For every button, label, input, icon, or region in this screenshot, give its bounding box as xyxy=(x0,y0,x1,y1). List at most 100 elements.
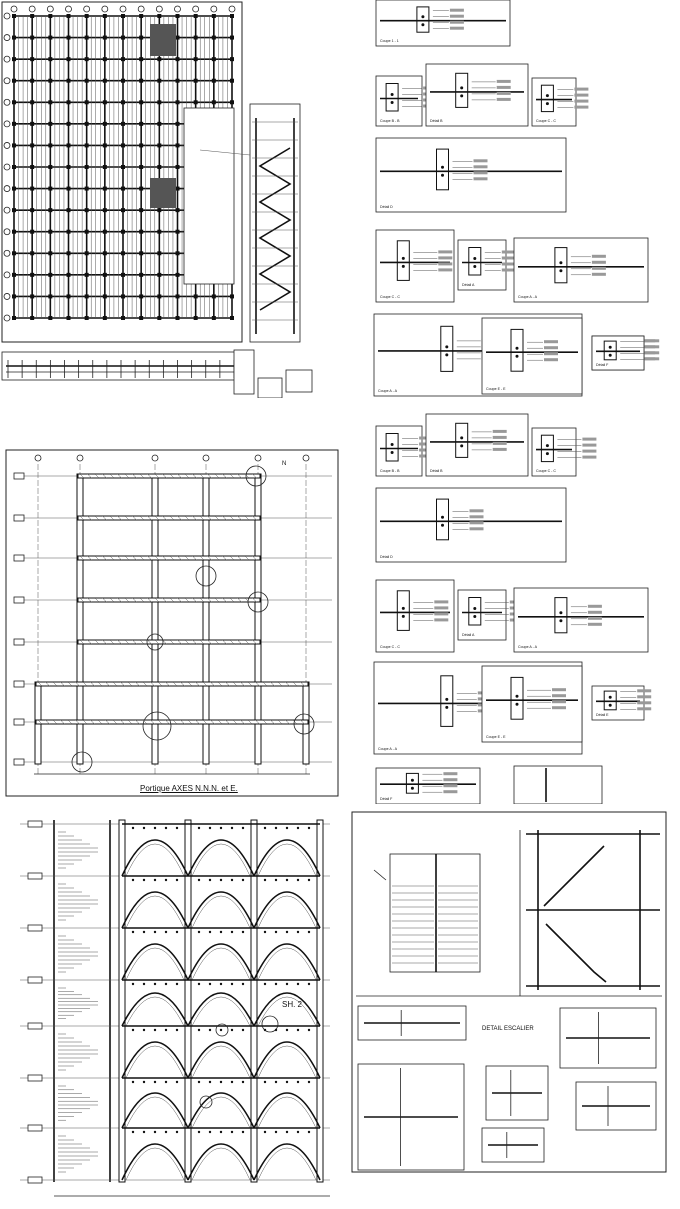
plan-column xyxy=(102,316,107,320)
stair-section-flight xyxy=(545,923,607,983)
frame-beam-truss xyxy=(162,515,167,521)
frame-beam-truss xyxy=(192,639,197,645)
plan-column xyxy=(139,294,144,299)
plan-column xyxy=(66,121,71,126)
plan-column xyxy=(139,229,144,234)
plan-column xyxy=(102,78,107,83)
detail-member xyxy=(440,325,454,372)
plan-axis-bubble xyxy=(3,12,11,20)
arch-node xyxy=(197,930,201,934)
plan-column xyxy=(193,294,198,299)
frame-beam-truss xyxy=(67,719,73,725)
arch-curve xyxy=(121,891,189,929)
detail-member xyxy=(540,434,554,463)
detail-bolt xyxy=(559,619,563,623)
detail-note xyxy=(591,254,606,258)
frame-beam-truss xyxy=(195,681,200,687)
arch-curve xyxy=(121,943,189,981)
plan-column xyxy=(193,14,198,18)
frame-beam-truss xyxy=(79,515,85,521)
arch-node xyxy=(230,826,234,830)
detail-bolt xyxy=(445,345,449,349)
detail-note xyxy=(544,346,558,350)
detail-note xyxy=(443,778,458,782)
detail-label: Coupe A - A xyxy=(518,645,538,649)
plan-column xyxy=(121,294,125,299)
frame-beam-truss xyxy=(102,639,107,645)
detail-note xyxy=(587,604,602,608)
plan-column xyxy=(157,14,162,18)
frame-beam-truss xyxy=(207,639,212,645)
detail-note xyxy=(574,99,589,103)
detail-bolt xyxy=(460,94,464,98)
arch-node xyxy=(230,1080,234,1084)
plan-column xyxy=(66,229,71,234)
plan-column xyxy=(84,272,89,277)
frame-beam-truss xyxy=(180,681,185,687)
frame-beam-truss xyxy=(237,473,242,479)
plan-column xyxy=(102,121,107,126)
arch-node xyxy=(197,1028,201,1032)
detail-bolt xyxy=(401,256,405,260)
frame-beam-truss xyxy=(157,681,163,687)
frame-beam xyxy=(77,473,261,479)
arch-level-tag xyxy=(27,924,43,932)
detail-note xyxy=(469,515,484,519)
plan-column xyxy=(121,251,125,256)
plan-axis-bubble xyxy=(3,249,11,257)
frame-beam-truss xyxy=(102,515,107,521)
plan-column xyxy=(230,78,234,83)
detail-frame xyxy=(591,685,645,721)
plan-column xyxy=(84,35,89,40)
frame-beam-truss xyxy=(244,473,250,479)
arch-node xyxy=(197,1080,201,1084)
frame-level-tag xyxy=(13,472,25,480)
arch-elevation-drawing xyxy=(20,819,330,1197)
arch-node xyxy=(142,878,146,882)
arch-node xyxy=(263,878,267,882)
frame-beam-truss xyxy=(120,681,125,687)
plan-column xyxy=(157,229,162,234)
plan-column xyxy=(102,208,107,213)
arch-node xyxy=(153,826,157,830)
plan-column xyxy=(84,78,89,83)
plan-column xyxy=(230,35,234,40)
frame-beam-truss xyxy=(87,639,92,645)
detail-member xyxy=(396,240,410,281)
arch-node xyxy=(307,1028,311,1032)
frame-beam-truss xyxy=(120,719,125,725)
detail-label: Détail A xyxy=(462,283,475,287)
detail-note xyxy=(591,272,606,276)
detail-note xyxy=(582,437,597,441)
frame-beam-truss xyxy=(139,515,145,521)
frame-beam-truss xyxy=(237,639,242,645)
arch-curve-inner xyxy=(257,1148,317,1181)
stair-sheet-drawing xyxy=(351,811,667,1173)
plan-column xyxy=(175,78,180,83)
detail-frame xyxy=(513,765,603,804)
detail-bolt xyxy=(559,611,563,615)
frame-beam-truss xyxy=(90,681,95,687)
detail-member xyxy=(440,675,454,727)
frame-beam-truss xyxy=(210,681,215,687)
detail-note xyxy=(645,351,660,355)
detail-member xyxy=(436,498,449,541)
arch-node xyxy=(164,826,168,830)
frame-beam-truss xyxy=(244,639,250,645)
detail-bolt xyxy=(460,436,464,440)
detail-bolt xyxy=(545,452,549,456)
arch-node xyxy=(131,982,135,986)
frame-axis-bubble xyxy=(76,454,84,462)
plan-column xyxy=(66,294,71,299)
plan-column xyxy=(157,78,162,83)
plan-column xyxy=(121,143,125,148)
frame-beam-truss xyxy=(150,681,155,687)
arch-curve-inner xyxy=(125,1097,185,1129)
plan-column xyxy=(66,251,71,256)
plan-column xyxy=(211,78,216,83)
detail-frame xyxy=(513,587,649,653)
detail-label: Détail E xyxy=(596,713,609,717)
frame-beam-truss xyxy=(192,515,197,521)
frame-beam-truss xyxy=(217,681,223,687)
frame-beam-truss xyxy=(154,597,160,603)
